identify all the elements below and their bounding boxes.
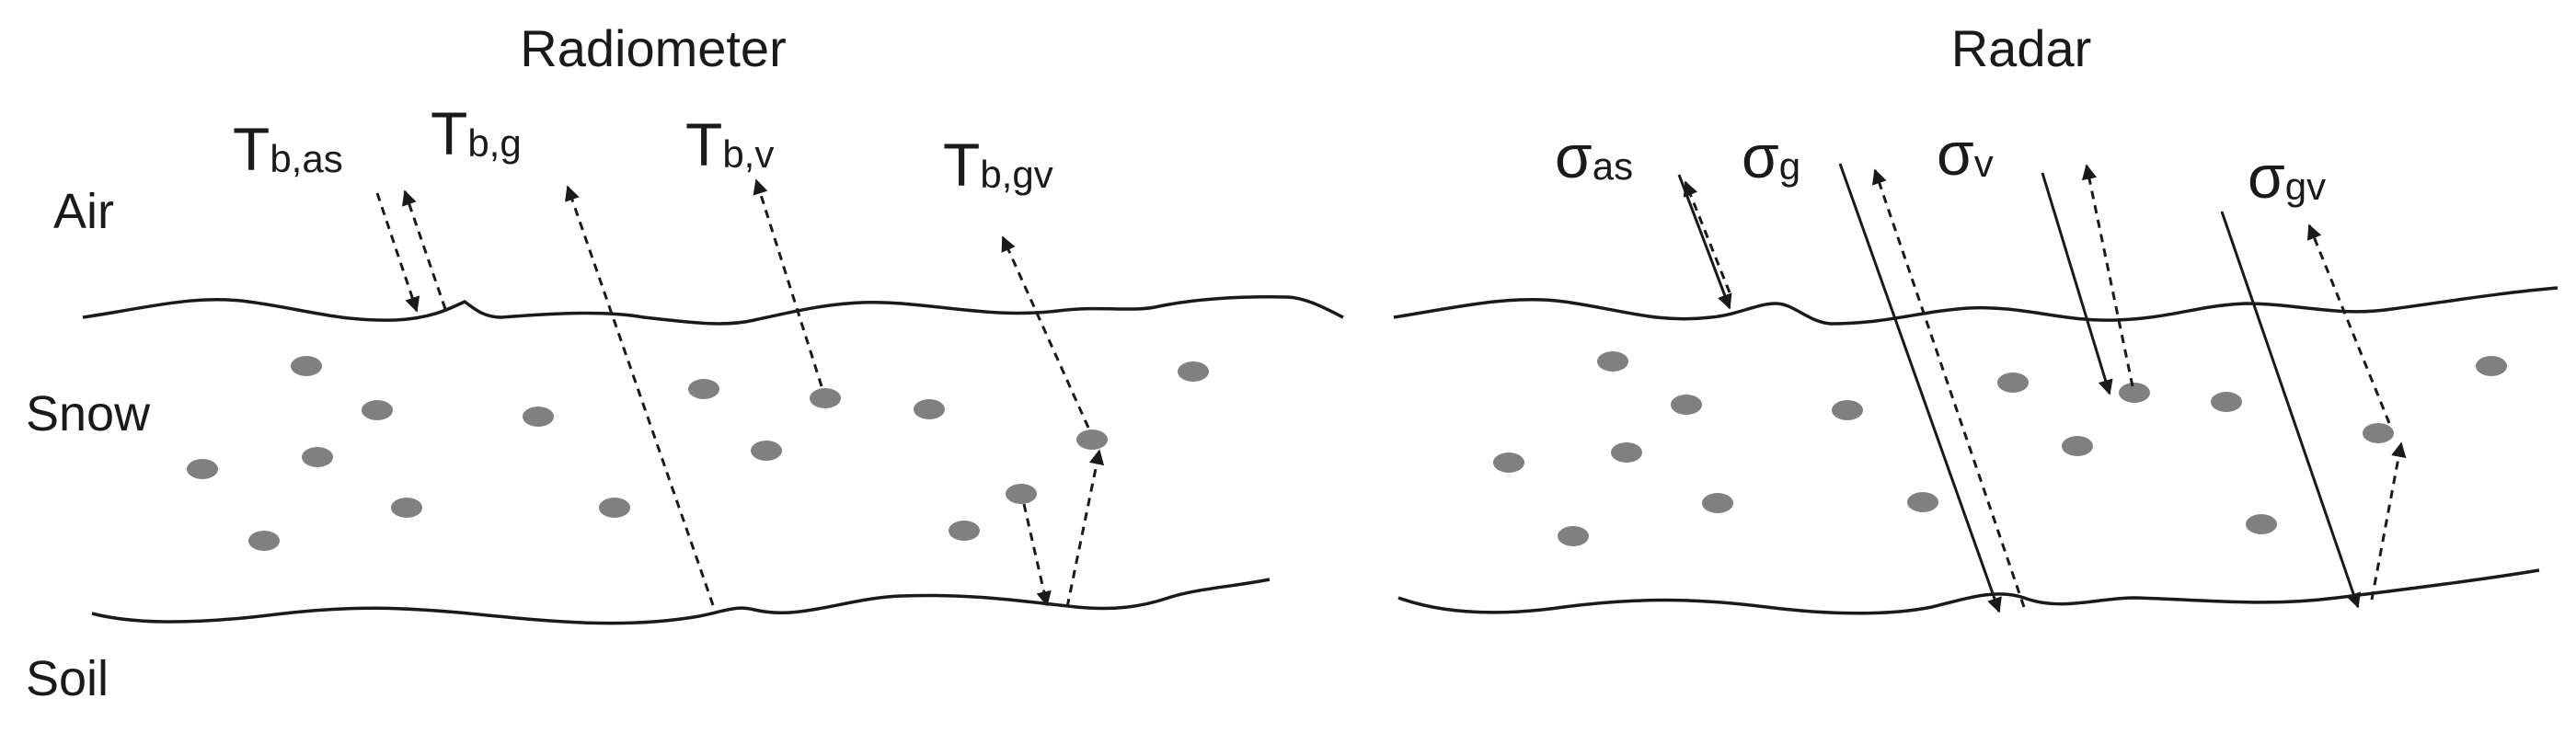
tb-gv-grain-to-soil-arrow bbox=[1022, 503, 1052, 607]
sigma-as-label: σas bbox=[1555, 122, 1633, 190]
radiometer-snow-grains bbox=[187, 356, 1209, 551]
radiometer-emission-paths bbox=[375, 178, 1105, 608]
snow-grain bbox=[1671, 395, 1702, 415]
snow-grain bbox=[1597, 351, 1628, 372]
sigma-g-label: σg bbox=[1742, 122, 1800, 190]
snow-grain bbox=[391, 498, 422, 518]
snow-grain bbox=[1558, 526, 1589, 546]
radiometer-snow-surface bbox=[82, 295, 1344, 326]
sigma-gv-soil-to-grain-arrow bbox=[2370, 441, 2407, 601]
snow-label: Snow bbox=[26, 386, 151, 441]
snow-grain bbox=[248, 531, 280, 551]
snow-grain bbox=[810, 388, 841, 408]
snow-grain bbox=[1178, 361, 1209, 382]
sigma-v-return-arrow bbox=[2081, 164, 2134, 387]
tb-gv-soil-to-grain-arrow bbox=[1065, 449, 1105, 608]
snow-grain bbox=[1006, 484, 1037, 504]
tb-v-arrow bbox=[753, 178, 823, 387]
snow-grain bbox=[523, 407, 554, 427]
sigma-gv-return-arrow bbox=[2306, 223, 2391, 424]
snow-grain bbox=[2062, 436, 2093, 456]
tb-gv-to-sky-arrow bbox=[1001, 235, 1090, 429]
snow-grain bbox=[362, 400, 393, 420]
snow-grain bbox=[187, 459, 218, 479]
radar-backscatter-paths bbox=[1677, 163, 2407, 613]
sigma-g-incident-arrow bbox=[1838, 163, 2002, 613]
radar-title: Radar bbox=[1951, 19, 2092, 77]
sigma-v-label: σv bbox=[1937, 120, 1994, 188]
snow-grain bbox=[2476, 356, 2507, 376]
sigma-gv-incident-arrow bbox=[2220, 211, 2361, 609]
tb-gv-label: Tb,gv bbox=[943, 131, 1053, 199]
radar-snow-surface bbox=[1393, 286, 2559, 326]
snow-grain bbox=[2119, 383, 2150, 403]
snow-grain bbox=[751, 441, 782, 461]
tb-as-up-arrow bbox=[402, 189, 447, 310]
sigma-as-return-arrow bbox=[1683, 180, 1731, 293]
snow-grain bbox=[2211, 392, 2242, 412]
snow-grain bbox=[302, 447, 333, 467]
tb-g-label: Tb,g bbox=[431, 99, 522, 167]
radar-panel: σas σg σv σgv bbox=[1393, 120, 2559, 615]
snow-grain bbox=[1997, 372, 2029, 393]
sigma-gv-label: σgv bbox=[2248, 143, 2326, 211]
tb-as-label: Tb,as bbox=[233, 115, 343, 183]
snow-grain bbox=[1832, 400, 1863, 420]
snow-grain bbox=[1907, 492, 1938, 512]
sigma-v-incident-arrow bbox=[2041, 172, 2113, 395]
snow-grain bbox=[2363, 423, 2394, 443]
radar-snow-grains bbox=[1493, 351, 2507, 546]
radiometer-soil-surface bbox=[91, 578, 1271, 625]
snow-grain bbox=[688, 379, 719, 399]
snow-grain bbox=[1493, 452, 1524, 473]
radiometer-panel: Tb,as Tb,g Tb,v Tb,gv bbox=[82, 99, 1344, 625]
snow-grain bbox=[1702, 493, 1733, 513]
tb-v-label: Tb,v bbox=[685, 110, 774, 178]
tb-g-arrow bbox=[565, 185, 715, 606]
sigma-as-incident-arrow bbox=[1677, 174, 1732, 310]
sigma-g-return-arrow bbox=[1871, 168, 2026, 608]
snow-grain bbox=[914, 399, 945, 419]
snow-grain bbox=[1076, 429, 1108, 450]
radar-soil-surface bbox=[1397, 568, 2540, 615]
snow-grain bbox=[291, 356, 322, 376]
snow-grain bbox=[949, 521, 980, 541]
snow-grain bbox=[2246, 514, 2277, 534]
tb-as-down-arrow bbox=[375, 192, 420, 313]
snow-grain bbox=[599, 498, 630, 518]
soil-label: Soil bbox=[26, 651, 109, 706]
radiometer-title: Radiometer bbox=[520, 19, 786, 77]
snow-grain bbox=[1611, 442, 1642, 463]
air-label: Air bbox=[53, 184, 114, 239]
